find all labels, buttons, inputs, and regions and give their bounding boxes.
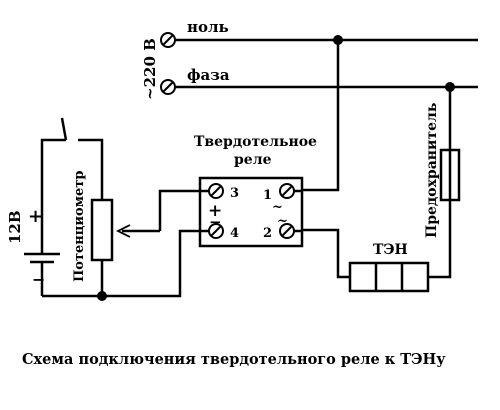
relay-tilde-1: ~ [272, 200, 283, 215]
heater-label: ТЭН [373, 242, 408, 258]
relay-pin3-label: 3 [230, 186, 239, 201]
relay-terminal-1 [279, 183, 295, 199]
relay-pin4-label: 4 [230, 226, 239, 241]
fuse-label: Предохранитель [424, 103, 440, 238]
battery-voltage-label: 12В [6, 210, 24, 244]
wire-battery-to-switch [40, 138, 66, 254]
relay-pin1-label: 1 [263, 188, 272, 203]
potentiometer [90, 198, 114, 262]
relay-minus: − [209, 213, 222, 231]
relay-pin2-label: 2 [263, 226, 272, 241]
wire-switch-to-pot [78, 138, 104, 150]
potentiometer-label: Потенциометр [72, 171, 87, 282]
wire-pin4-to-ground [42, 229, 209, 298]
relay-plus: + [208, 201, 222, 221]
battery-plus: + [28, 206, 43, 227]
relay-terminal-3 [208, 183, 224, 199]
terminal-phase [160, 79, 176, 95]
diagram-caption: Схема подключения твердотельного реле к … [22, 351, 446, 368]
wire-relay-to-heater [302, 228, 350, 279]
wire-zero-to-relay [302, 40, 340, 192]
zero-label: ноль [187, 18, 229, 36]
voltage-label: ~220 В [141, 38, 159, 100]
wire-fuse-to-heater [428, 200, 452, 279]
wiper-arrow [115, 224, 131, 238]
phase-label: фаза [187, 66, 230, 84]
battery-minus: − [32, 270, 45, 289]
wire-pin3-to-wiper [158, 189, 209, 231]
switch-lever [60, 117, 68, 141]
relay-terminal-2 [279, 223, 295, 239]
relay-title-line1: Твердотельное [194, 134, 317, 150]
relay-tilde-2: ~ [277, 214, 288, 229]
relay-title-line2: реле [234, 152, 272, 168]
terminal-zero [160, 32, 176, 48]
heater [348, 261, 430, 293]
mains-lines [172, 38, 478, 89]
